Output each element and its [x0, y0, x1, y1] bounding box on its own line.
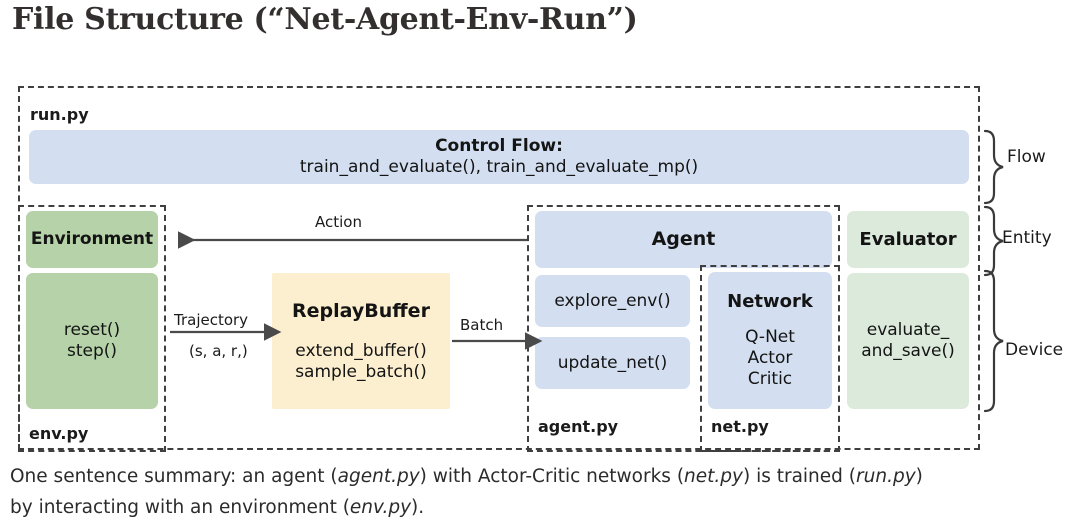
caption-file-env: env.py [349, 497, 412, 518]
network-block: Network Q-Net Actor Critic [708, 272, 832, 409]
env-py-container [18, 205, 166, 452]
device-brace [983, 269, 1004, 413]
evaluator-method-line1: evaluate_ [866, 320, 950, 341]
environment-title-block: Environment [26, 211, 158, 268]
replay-buffer-method-sample: sample_batch() [295, 361, 427, 382]
batch-arrow-label: Batch [460, 316, 504, 334]
entity-brace [983, 205, 1004, 277]
replay-buffer-method-extend: extend_buffer() [295, 340, 427, 361]
environment-methods-block: reset() step() [26, 273, 158, 409]
agent-explore-env-block: explore_env() [535, 275, 690, 327]
group-label-device: Device [1005, 340, 1064, 360]
agent-title: Agent [651, 227, 716, 250]
evaluator-title: Evaluator [859, 228, 957, 250]
agent-method-update-net: update_net() [557, 352, 668, 373]
network-item-actor: Actor [747, 348, 793, 369]
env-py-label: env.py [29, 424, 89, 443]
agent-update-net-block: update_net() [535, 337, 690, 389]
replay-buffer-block: ReplayBuffer extend_buffer() sample_batc… [272, 273, 450, 409]
page-title: File Structure (“Net-Agent-Env-Run”) [12, 2, 638, 37]
evaluator-methods-block: evaluate_ and_save() [847, 273, 969, 409]
control-flow-heading: Control Flow: [435, 136, 563, 157]
network-item-qnet: Q-Net [745, 327, 795, 348]
caption-text-2: ) with Actor-Critic networks ( [419, 466, 685, 487]
caption-text-4: ) [915, 466, 923, 487]
network-title: Network [727, 291, 813, 313]
environment-method-step: step() [66, 341, 118, 361]
flow-brace [983, 129, 1004, 205]
summary-caption: One sentence summary: an agent (agent.py… [10, 461, 1070, 523]
caption-text-6: ). [411, 497, 425, 518]
network-item-critic: Critic [747, 368, 793, 389]
caption-text-3: ) is trained ( [742, 466, 857, 487]
caption-file-run: run.py [856, 466, 916, 487]
net-py-container [700, 265, 840, 452]
evaluator-method-line2: and_save() [861, 341, 955, 361]
evaluator-title-block: Evaluator [847, 211, 969, 268]
agent-method-explore-env: explore_env() [554, 290, 671, 311]
agent-title-block: Agent [535, 211, 832, 268]
action-arrow-label: Action [315, 213, 362, 231]
caption-text-1: One sentence summary: an agent ( [10, 466, 338, 487]
run-py-label: run.py [30, 105, 89, 124]
group-label-entity: Entity [1002, 228, 1052, 248]
caption-file-net: net.py [684, 466, 743, 487]
control-flow-functions: train_and_evaluate(), train_and_evaluate… [299, 157, 699, 177]
caption-line-1: One sentence summary: an agent (agent.py… [10, 461, 1070, 492]
net-py-label: net.py [711, 417, 769, 436]
file-structure-diagram: run.py Control Flow: train_and_evaluate(… [0, 68, 1080, 458]
trajectory-arrow-label-top: Trajectory [174, 311, 249, 329]
caption-line-2: by interacting with an environment (env.… [10, 492, 1070, 523]
agent-py-label: agent.py [538, 417, 619, 436]
caption-text-5: by interacting with an environment ( [10, 497, 350, 518]
trajectory-arrow-label-bottom: (s, a, r,) [189, 342, 248, 360]
environment-method-reset: reset() [63, 320, 121, 341]
environment-title: Environment [30, 229, 154, 250]
replay-buffer-title: ReplayBuffer [292, 299, 430, 322]
group-label-flow: Flow [1007, 147, 1046, 167]
caption-file-agent: agent.py [337, 466, 420, 487]
control-flow-block: Control Flow: train_and_evaluate(), trai… [29, 130, 969, 184]
